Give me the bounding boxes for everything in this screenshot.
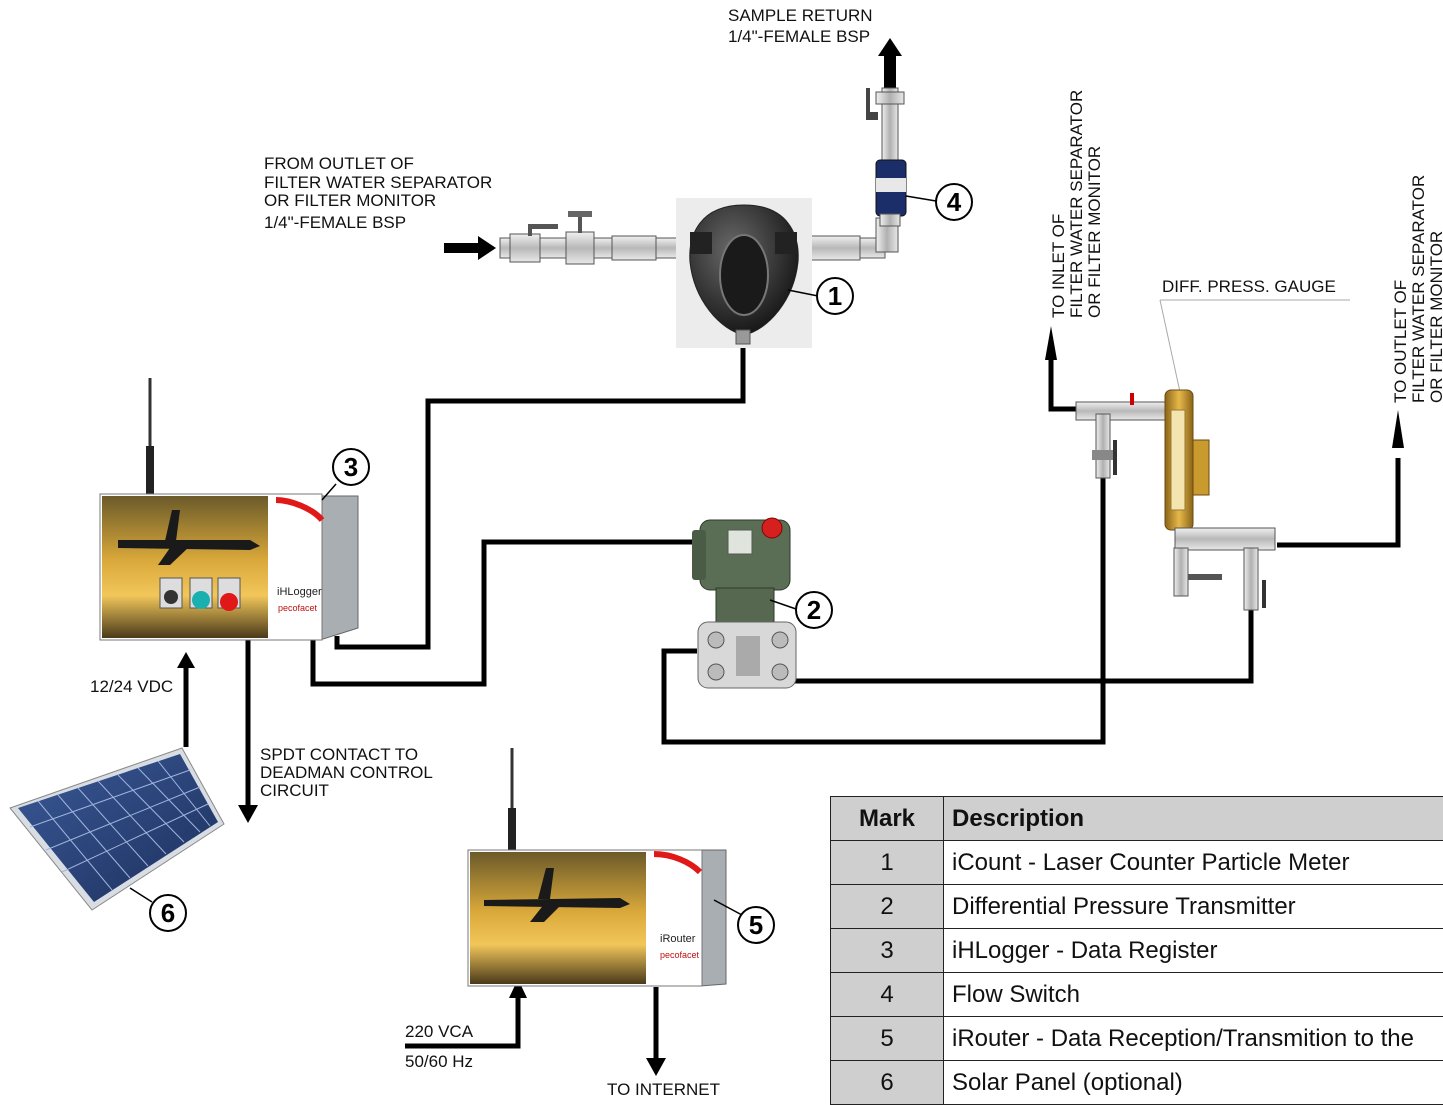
svg-text:2: 2 [807,595,821,625]
to-inlet-label-2: FILTER WATER SEPARATOR [1067,90,1086,318]
inlet-arrow [444,236,496,260]
svg-text:1: 1 [828,281,842,311]
legend-header-mark: Mark [831,797,944,841]
svg-text:4: 4 [947,187,962,217]
to-inlet-label: TO INLET OF [1049,214,1068,318]
legend-mark: 4 [831,973,944,1017]
legend-mark: 1 [831,841,944,885]
ihlogger-device: iHLogger pecofacet [100,378,358,640]
legend-header-description: Description [944,797,1443,841]
legend-mark: 2 [831,885,944,929]
legend-description: iHLogger - Data Register [944,929,1443,973]
from-outlet-label-2: FILTER WATER SEPARATOR [264,173,492,192]
sample-return-arrow [878,38,902,90]
diff-gauge-label: DIFF. PRESS. GAUGE [1162,277,1336,296]
legend-description: iRouter - Data Reception/Transmition to … [944,1017,1443,1061]
internet-arrow-down [646,1058,666,1076]
svg-text:3: 3 [344,452,358,482]
callout-6: 6 [130,888,186,931]
from-outlet-label-3: OR FILTER MONITOR [264,191,436,210]
legend-row: 3 iHLogger - Data Register [831,929,1443,973]
to-outlet-arrow [1392,410,1404,448]
legend-header-row: Mark Description [831,797,1443,841]
irouter-device: iRouter pecofacet [468,748,726,986]
vca-label: 220 VCA [405,1022,474,1041]
to-inlet-arrow [1045,326,1057,360]
to-outlet-label-3: OR FILTER MONITOR [1427,231,1443,403]
vdc-label: 12/24 VDC [90,677,173,696]
diff-press-gauge [1076,300,1350,610]
spdt-label: SPDT CONTACT TO [260,745,418,764]
spdt-label-3: CIRCUIT [260,781,329,800]
legend-row: 2 Differential Pressure Transmitter [831,885,1443,929]
legend-row: 4 Flow Switch [831,973,1443,1017]
to-inlet-label-3: OR FILTER MONITOR [1085,146,1104,318]
legend-description: iCount - Laser Counter Particle Meter [944,841,1443,885]
sample-return-spec: 1/4"-FEMALE BSP [728,27,870,46]
spdt-label-2: DEADMAN CONTROL [260,763,433,782]
icount-meter [676,198,812,348]
to-outlet-label-2: FILTER WATER SEPARATOR [1409,175,1428,403]
ihlogger-brand: pecofacet [278,603,318,613]
legend-table: Mark Description 1 iCount - Laser Counte… [830,796,1443,1105]
vdc-arrow-up [177,652,195,668]
legend-row: 1 iCount - Laser Counter Particle Meter [831,841,1443,885]
svg-text:6: 6 [161,898,175,928]
ihlogger-name: iHLogger [277,586,322,598]
to-outlet-label: TO OUTLET OF [1391,280,1410,403]
legend-mark: 5 [831,1017,944,1061]
irouter-brand: pecofacet [660,950,700,960]
solar-panel [10,748,224,910]
irouter-name: iRouter [660,933,696,945]
callout-3: 3 [322,449,369,500]
legend-description: Differential Pressure Transmitter [944,885,1443,929]
panel-buttons [160,578,240,611]
svg-text:5: 5 [749,910,763,940]
from-outlet-spec: 1/4"-FEMALE BSP [264,213,406,232]
from-outlet-label: FROM OUTLET OF [264,154,414,173]
sample-return-label: SAMPLE RETURN [728,6,873,25]
hz-label: 50/60 Hz [405,1052,473,1071]
legend-description: Flow Switch [944,973,1443,1017]
legend-row: 5 iRouter - Data Reception/Transmition t… [831,1017,1443,1061]
callout-4: 4 [906,184,972,220]
flow-switch [866,88,906,226]
legend-mark: 3 [831,929,944,973]
to-internet-label: TO INTERNET [607,1080,720,1098]
spdt-arrow-down [238,805,258,823]
